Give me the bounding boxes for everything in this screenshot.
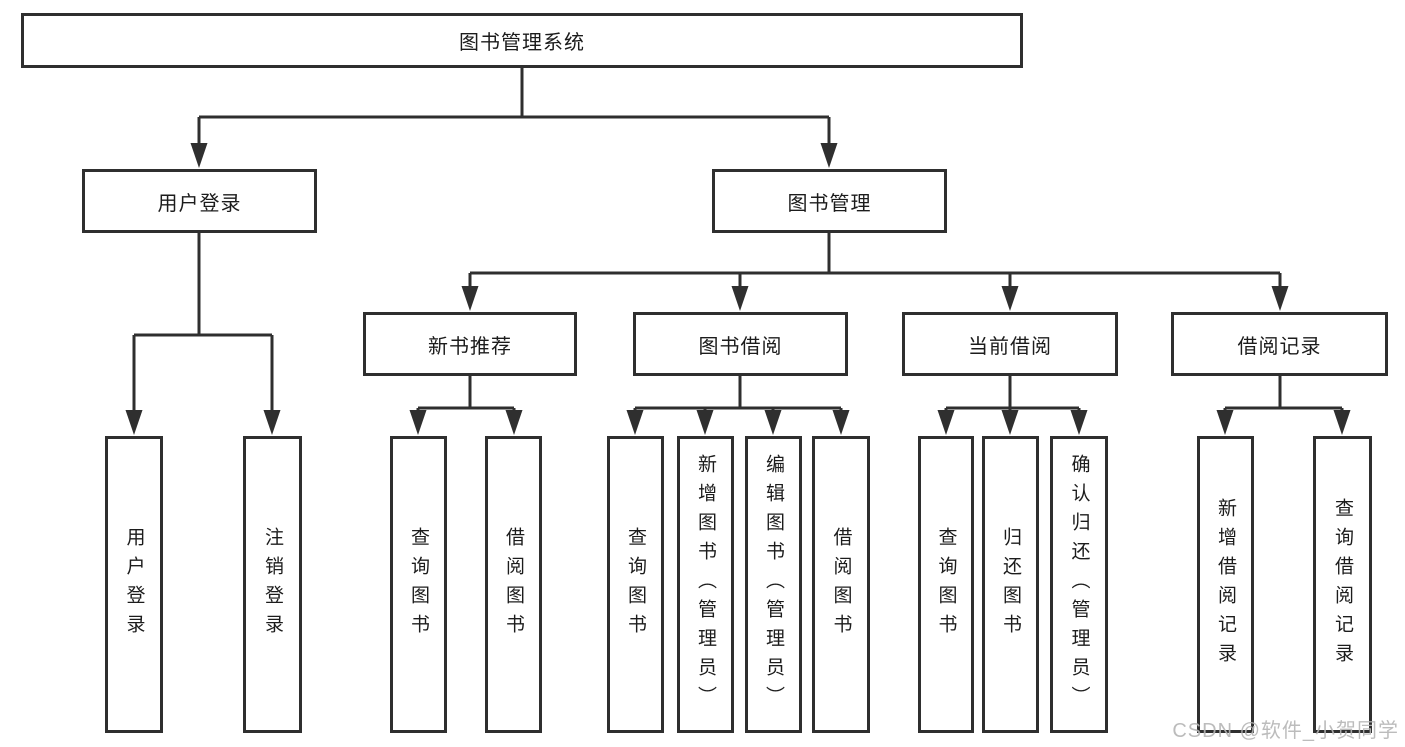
leaf-query-books-2-label: 查询图书 — [625, 526, 646, 643]
node-borrow-records: 借阅记录 — [1171, 312, 1388, 376]
leaf-add-book-admin-label: 新增图书（管理员） — [695, 454, 716, 715]
leaf-logout-label: 注销登录 — [262, 526, 283, 643]
node-user-login-label: 用户登录 — [157, 192, 242, 215]
leaf-query-books-3: 查询图书 — [918, 436, 974, 733]
leaf-edit-book-admin: 编辑图书（管理员） — [745, 436, 802, 733]
leaf-logout: 注销登录 — [243, 436, 302, 733]
node-current-borrow-label: 当前借阅 — [968, 335, 1052, 358]
leaf-add-borrow-record: 新增借阅记录 — [1197, 436, 1254, 733]
node-new-book-recommend-label: 新书推荐 — [428, 335, 512, 358]
node-user-login: 用户登录 — [82, 169, 317, 233]
leaf-confirm-return-admin: 确认归还（管理员） — [1050, 436, 1108, 733]
leaf-query-borrow-record-label: 查询借阅记录 — [1332, 497, 1353, 672]
leaf-borrow-books-2-label: 借阅图书 — [830, 526, 852, 643]
leaf-user-login: 用户登录 — [105, 436, 163, 733]
leaf-query-books-1: 查询图书 — [390, 436, 447, 733]
leaf-query-books-3-label: 查询图书 — [935, 526, 957, 643]
leaf-borrow-books-1: 借阅图书 — [485, 436, 542, 733]
leaf-add-book-admin: 新增图书（管理员） — [677, 436, 734, 733]
node-book-management-system-label: 图书管理系统 — [459, 32, 585, 54]
leaf-add-borrow-record-label: 新增借阅记录 — [1215, 497, 1236, 672]
leaf-return-books: 归还图书 — [982, 436, 1039, 733]
node-new-book-recommend: 新书推荐 — [363, 312, 577, 376]
leaf-query-books-1-label: 查询图书 — [408, 526, 429, 643]
leaf-query-borrow-record: 查询借阅记录 — [1313, 436, 1372, 733]
node-book-management-system: 图书管理系统 — [21, 13, 1023, 68]
node-book-management: 图书管理 — [712, 169, 947, 233]
leaf-confirm-return-admin-label: 确认归还（管理员） — [1068, 454, 1090, 715]
leaf-query-books-2: 查询图书 — [607, 436, 664, 733]
leaf-borrow-books-2: 借阅图书 — [812, 436, 870, 733]
leaf-user-login-label: 用户登录 — [123, 526, 145, 643]
node-borrow-records-label: 借阅记录 — [1237, 335, 1322, 358]
node-book-borrow: 图书借阅 — [633, 312, 848, 376]
node-current-borrow: 当前借阅 — [902, 312, 1118, 376]
leaf-borrow-books-1-label: 借阅图书 — [503, 526, 524, 643]
leaf-edit-book-admin-label: 编辑图书（管理员） — [763, 454, 784, 715]
node-book-management-label: 图书管理 — [787, 192, 872, 215]
watermark: CSDN @软件_小贺同学 — [1172, 720, 1399, 742]
leaf-return-books-label: 归还图书 — [1000, 526, 1021, 643]
node-book-borrow-label: 图书借阅 — [698, 335, 783, 358]
